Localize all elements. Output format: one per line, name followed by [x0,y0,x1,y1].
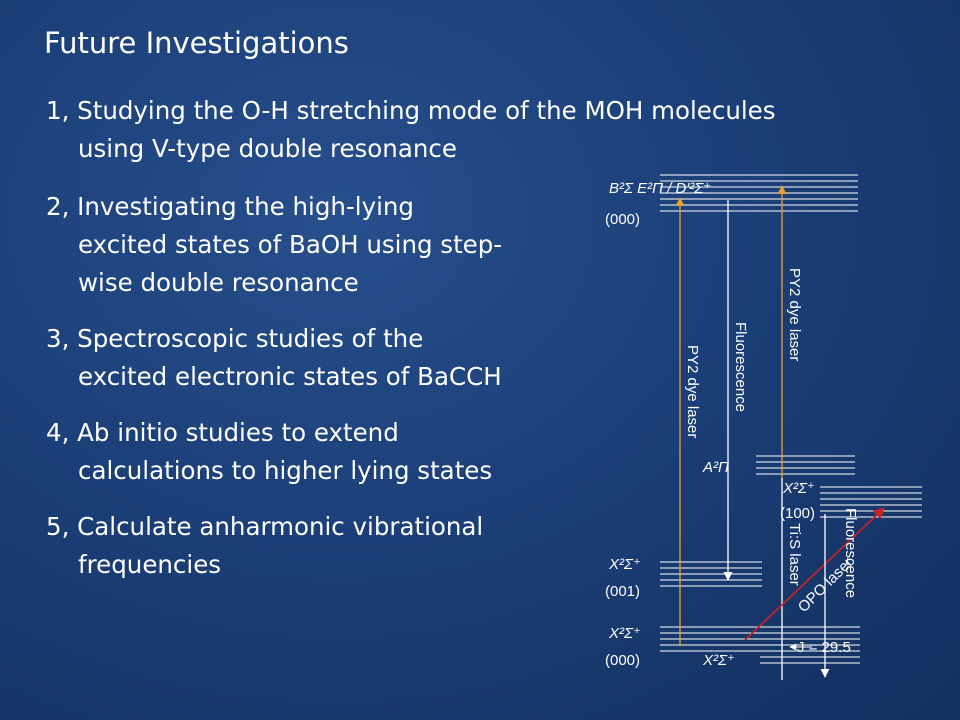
x000-vib-label: (000) [605,652,640,669]
py2-left-label: PY2 dye laser [684,345,701,438]
x001-vib-label: (001) [605,583,640,600]
x100-vib-label: (100) [780,505,815,522]
item-4-line-2: calculations to higher lying states [78,456,493,485]
x001-state-label: X²Σ⁺ [608,556,641,573]
item-5-line-1: 5, Calculate anharmonic vibrational [46,512,484,541]
item-4-line-1: 4, Ab initio studies to extend [46,418,399,447]
item-2-line-3: wise double resonance [78,268,359,297]
list-item: 4, Ab initio studies to extend calculati… [46,414,492,490]
j-label: J = 29.5 [797,639,851,656]
x000-state-label: X²Σ⁺ [608,625,641,642]
list-item: 2, Investigating the high-lying excited … [46,188,502,302]
fluorescence-right-label: Fluorescence [842,508,859,598]
list-item: 3, Spectroscopic studies of the excited … [46,320,502,396]
upper-state-label: B²Σ E²Π / D'²Σ⁺ [609,180,711,197]
item-3-line-1: 3, Spectroscopic studies of the [46,324,424,353]
slide-title: Future Investigations [44,26,349,60]
opo-laser-arrow [744,507,885,641]
a-state-levels [756,455,855,475]
item-3-line-2: excited electronic states of BaCCH [78,362,502,391]
x100-levels [820,486,922,518]
x001-levels [660,561,762,587]
a-state-label: A²Π [702,459,729,476]
fluorescence-mid-label: Fluorescence [732,322,749,412]
x-bottom-state-label: X²Σ⁺ [702,652,735,669]
upper-state-levels [660,174,858,212]
list-item: 1, Studying the O-H stretching mode of t… [46,92,776,168]
py2-right-label: PY2 dye laser [786,268,803,361]
item-1-line-1: 1, Studying the O-H stretching mode of t… [46,96,776,125]
item-2-line-2: excited states of BaOH using step- [78,230,503,259]
x100-state-label: X²Σ⁺ [782,480,815,497]
upper-vib-label: (000) [605,211,640,228]
list-item: 5, Calculate anharmonic vibrational freq… [46,508,483,584]
tis-laser-label: Ti:S laser [786,523,803,586]
x000-levels [660,626,860,664]
item-5-line-2: frequencies [78,550,222,579]
item-2-line-1: 2, Investigating the high-lying [46,192,414,221]
item-1-line-2: using V-type double resonance [78,134,457,163]
